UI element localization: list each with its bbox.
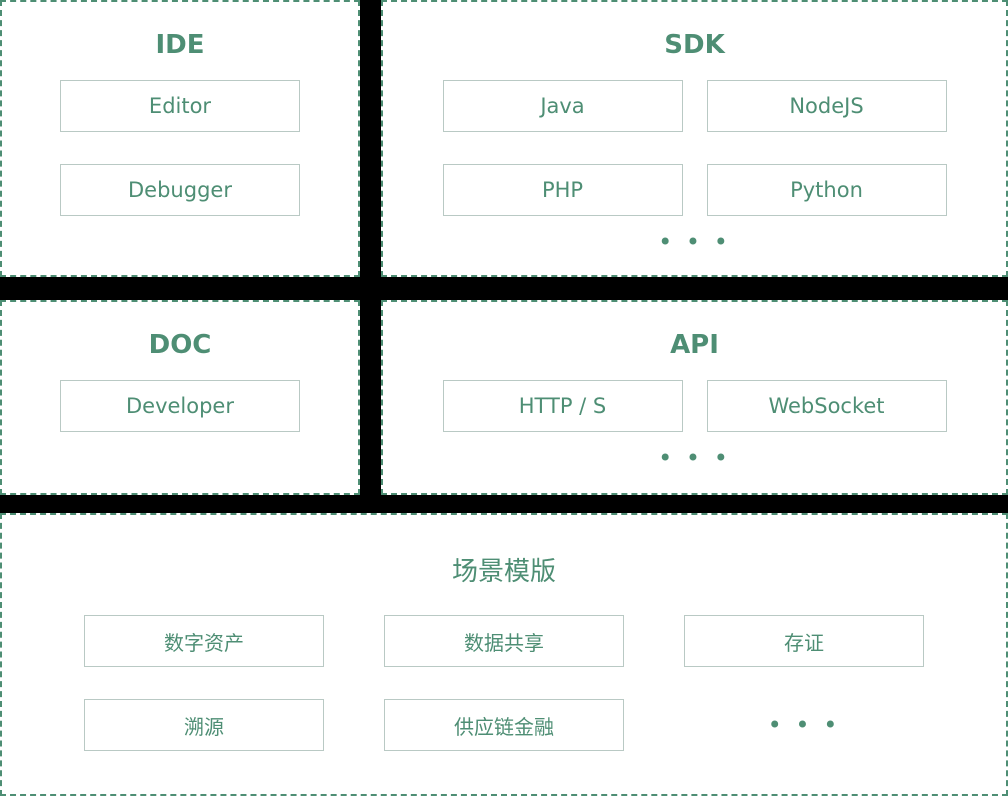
item-digital-asset[interactable]: 数字资产 [84, 615, 324, 667]
item-debugger[interactable]: Debugger [60, 164, 300, 216]
item-java[interactable]: Java [442, 80, 683, 132]
panel-title-scenario: 场景模版 [451, 557, 556, 587]
panel-title-sdk: SDK [664, 30, 725, 60]
item-grid-ide: Editor Debugger [60, 80, 300, 216]
panel-title-api: API [670, 330, 719, 360]
more-ellipsis-sdk: • • • [658, 228, 731, 256]
item-http-s[interactable]: HTTP / S [442, 380, 683, 432]
panel-title-doc: DOC [148, 330, 212, 360]
panel-scenario-template: 场景模版 数字资产 数据共享 存证 溯源 供应链金融 • • • [0, 513, 1008, 796]
item-supply-chain-finance[interactable]: 供应链金融 [384, 699, 624, 751]
item-python[interactable]: Python [706, 164, 947, 216]
panel-api: API HTTP / S WebSocket • • • [381, 300, 1008, 495]
item-php[interactable]: PHP [442, 164, 683, 216]
item-editor[interactable]: Editor [60, 80, 300, 132]
item-data-sharing[interactable]: 数据共享 [384, 615, 624, 667]
item-websocket[interactable]: WebSocket [706, 380, 947, 432]
item-developer[interactable]: Developer [60, 380, 300, 432]
panel-ide: IDE Editor Debugger [0, 0, 360, 277]
item-grid-sdk: Java NodeJS PHP Python [442, 80, 947, 216]
more-ellipsis-api: • • • [658, 444, 731, 472]
more-ellipsis-scenario: • • • [767, 711, 841, 739]
item-grid-api: HTTP / S WebSocket [442, 380, 947, 432]
item-nodejs[interactable]: NodeJS [706, 80, 947, 132]
item-grid-scenario: 数字资产 数据共享 存证 溯源 供应链金融 • • • [84, 615, 924, 751]
item-traceability[interactable]: 溯源 [84, 699, 324, 751]
panel-title-ide: IDE [155, 30, 205, 60]
panel-sdk: SDK Java NodeJS PHP Python • • • [381, 0, 1008, 277]
panel-doc: DOC Developer [0, 300, 360, 495]
item-deposit-certificate[interactable]: 存证 [684, 615, 924, 667]
item-grid-doc: Developer [60, 380, 300, 432]
